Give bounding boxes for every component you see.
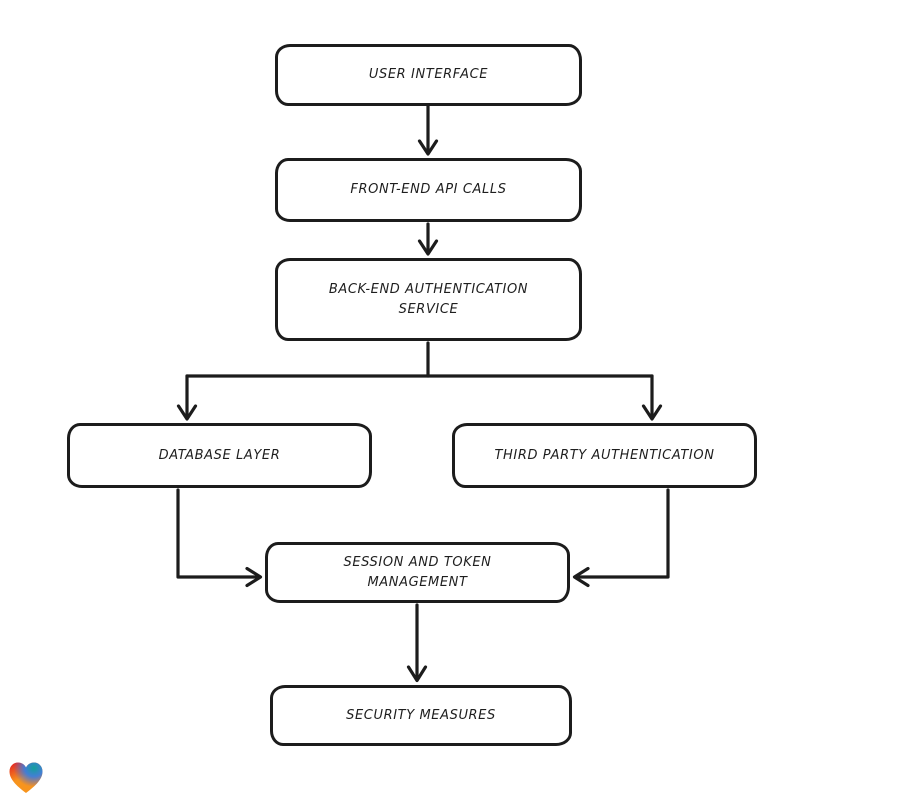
node-label: USER INTERFACE bbox=[368, 67, 489, 83]
node-label: SECURITY MEASURES bbox=[346, 707, 496, 723]
node-third-party-authentication: THIRD PARTY AUTHENTICATION bbox=[452, 423, 757, 488]
edge-front-end-to-back-end bbox=[417, 222, 439, 256]
node-label: SESSION AND TOKEN MANAGEMENT bbox=[343, 555, 492, 590]
heart-icon[interactable] bbox=[8, 760, 44, 796]
node-label: FRONT-END API CALLS bbox=[350, 182, 507, 198]
node-session-and-token-management: SESSION AND TOKEN MANAGEMENT bbox=[265, 542, 570, 603]
node-front-end-api-calls: FRONT-END API CALLS bbox=[275, 158, 582, 222]
node-user-interface: USER INTERFACE bbox=[275, 44, 582, 106]
node-security-measures: SECURITY MEASURES bbox=[270, 685, 572, 746]
node-label: DATABASE LAYER bbox=[158, 447, 281, 463]
edge-user-interface-to-front-end bbox=[417, 104, 439, 156]
node-back-end-authentication-service: BACK-END AUTHENTICATION SERVICE bbox=[275, 258, 582, 341]
node-label: THIRD PARTY AUTHENTICATION bbox=[494, 447, 715, 463]
edge-back-end-branch bbox=[176, 341, 663, 421]
edge-session-to-security bbox=[406, 603, 428, 683]
node-database-layer: DATABASE LAYER bbox=[67, 423, 372, 488]
edge-database-to-session bbox=[176, 488, 263, 588]
edge-third-party-to-session bbox=[572, 488, 670, 588]
node-label: BACK-END AUTHENTICATION SERVICE bbox=[328, 282, 529, 317]
